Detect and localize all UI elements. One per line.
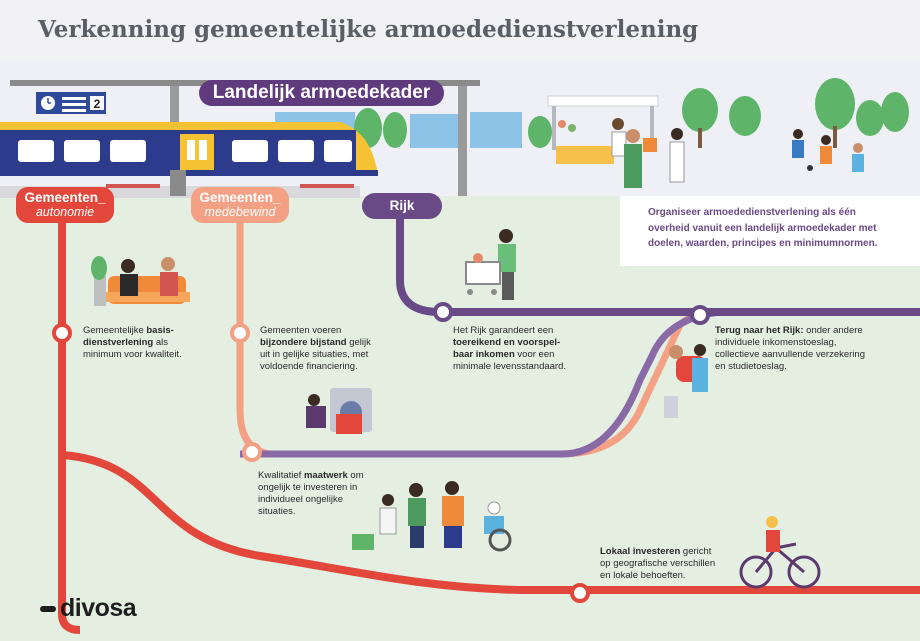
station-bijstand <box>230 323 250 343</box>
label-rijk: Rijk <box>362 193 442 219</box>
track-medebewind-connector <box>240 308 721 458</box>
ground-area <box>0 196 920 641</box>
park-trees <box>682 78 909 148</box>
family-group <box>352 481 512 552</box>
note-basisdienstverlening: Gemeentelijke basis-dienstverlening als … <box>83 325 182 360</box>
sofa-couple <box>91 256 190 306</box>
logo-mark <box>40 605 56 612</box>
note-toereikend-inkomen: Het Rijk garandeert een toereikend en vo… <box>453 325 567 372</box>
platform-number: 2 <box>94 97 101 111</box>
label-autonomie-sub: autonomie <box>35 205 95 219</box>
laundry-scene <box>306 388 372 434</box>
cyclist <box>739 516 821 589</box>
station-basis <box>52 323 72 343</box>
note-panel <box>620 196 920 266</box>
train-illustration <box>0 122 378 176</box>
station-maatwerk <box>242 442 262 462</box>
note-organiseer: Organiseer armoededienstverlening als éé… <box>648 207 878 249</box>
platform-benches <box>106 184 354 188</box>
label-medebewind-name: Gemeenten <box>199 190 273 205</box>
trees-mid <box>354 108 552 148</box>
station-terug <box>690 305 710 325</box>
divosa-logo: divosa <box>40 594 137 623</box>
note-bijzondere-bijstand: Gemeenten voeren bijzondere bijstand gel… <box>260 325 371 372</box>
label-gemeenten-medebewind: Gemeenten_ medebewind <box>191 187 289 223</box>
children-playing <box>792 129 864 172</box>
market-people <box>611 118 685 188</box>
label-gemeenten-autonomie: Gemeenten_ autonomie <box>16 187 114 223</box>
market-stall <box>547 95 659 164</box>
care-chair <box>664 344 708 418</box>
banner-landelijk-armoedekader: Landelijk armoedekader <box>199 80 444 106</box>
note-terug-naar-rijk: Terug naar het Rijk: onder andere indivi… <box>715 325 865 372</box>
logo-text: divosa <box>60 594 137 622</box>
track-autonomie-vertical <box>58 210 81 634</box>
note-lokaal-investeren: Lokaal investeren gericht op geografisch… <box>600 546 716 581</box>
shopping-woman <box>465 229 516 300</box>
label-medebewind-sub: medebewind <box>204 205 276 219</box>
ticket-pole <box>170 170 186 196</box>
page-title: Verkenning gemeentelijke armoededienstve… <box>38 16 699 43</box>
station-rijk-inkomen <box>433 302 453 322</box>
label-autonomie-name: Gemeenten <box>24 190 98 205</box>
track-autonomie-main <box>61 451 920 594</box>
station-lokaal <box>570 583 590 603</box>
note-maatwerk: Kwalitatief maatwerk om ongelijk te inve… <box>258 470 364 517</box>
